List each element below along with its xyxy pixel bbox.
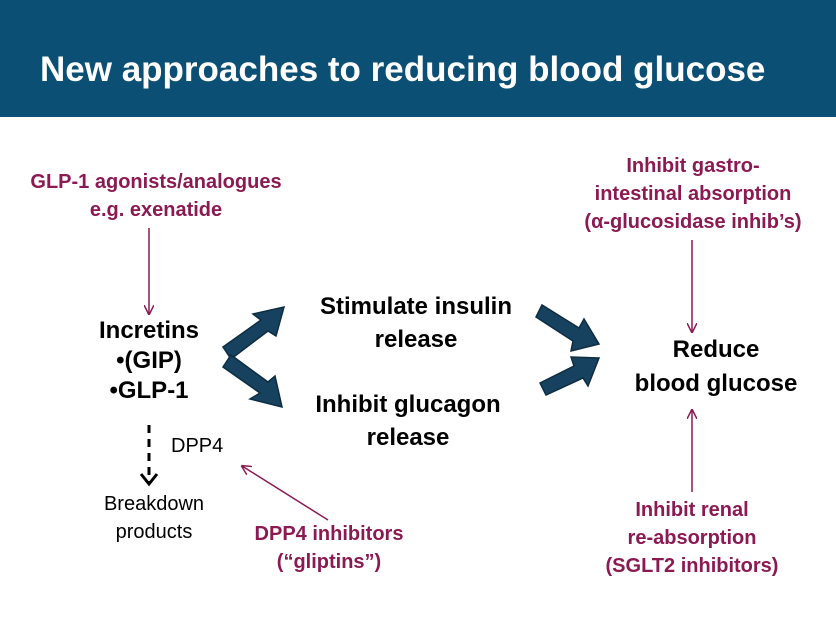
glucagon-to-reduce-block-arrow bbox=[538, 356, 601, 396]
inhibit-glucagon-line-1: Inhibit glucagon bbox=[315, 391, 501, 418]
incretin-to-insulin-block-arrow bbox=[221, 305, 286, 361]
glp1-agonists-line-2: e.g. exenatide bbox=[89, 199, 223, 221]
dpp4-inhibitors-label: DPP4 inhibitors (“gliptins”) bbox=[236, 520, 422, 576]
renal-line-3: (SGLT2 inhibitors) bbox=[605, 555, 779, 577]
incretin-to-glucagon-block-arrow bbox=[221, 353, 283, 409]
glp1-agonists-line-1: GLP-1 agonists/analogues bbox=[30, 171, 282, 193]
inhibit-glucagon-label: Inhibit glucagon release bbox=[292, 388, 524, 454]
gi-absorption-label: Inhibit gastro- intestinal absorption (α… bbox=[560, 152, 826, 236]
incretins-glp1: •GLP-1 bbox=[109, 377, 189, 404]
reduce-glucose-label: Reduce blood glucose bbox=[614, 333, 818, 401]
breakdown-products-label: Breakdown products bbox=[84, 490, 224, 546]
inhibit-glucagon-line-2: release bbox=[366, 424, 450, 451]
insulin-to-reduce-block-arrow bbox=[535, 303, 601, 353]
dpp4-label: DPP4 bbox=[171, 435, 224, 457]
stimulate-insulin-label: Stimulate insulin release bbox=[296, 290, 536, 356]
gi-absorption-line-3: (α-glucosidase inhib’s) bbox=[584, 211, 802, 233]
renal-line-2: re-absorption bbox=[627, 527, 757, 549]
incretins-gip: •(GIP) bbox=[116, 347, 182, 374]
gi-absorption-line-2: intestinal absorption bbox=[594, 183, 792, 205]
dpp4-inhibitor-arrow bbox=[242, 466, 329, 521]
gi-absorption-line-1: Inhibit gastro- bbox=[626, 155, 760, 177]
renal-line-1: Inhibit renal bbox=[635, 499, 749, 521]
breakdown-arrowhead bbox=[139, 473, 159, 487]
slide-title: New approaches to reducing blood glucose bbox=[40, 50, 766, 89]
stimulate-insulin-line-2: release bbox=[374, 326, 458, 353]
breakdown-line-2: products bbox=[115, 521, 193, 543]
dpp4-inhibitors-line-2: (“gliptins”) bbox=[276, 551, 382, 573]
breakdown-line-1: Breakdown bbox=[103, 493, 205, 515]
slide-header: New approaches to reducing blood glucose bbox=[0, 0, 836, 117]
incretins-block: Incretins •(GIP) •GLP-1 bbox=[74, 316, 224, 406]
reduce-glucose-line-1: Reduce bbox=[672, 336, 760, 363]
dpp4-inhibitors-line-1: DPP4 inhibitors bbox=[254, 523, 404, 545]
renal-reabsorption-label: Inhibit renal re-absorption (SGLT2 inhib… bbox=[582, 496, 802, 580]
glp1-agonists-label: GLP-1 agonists/analogues e.g. exenatide bbox=[10, 168, 302, 224]
reduce-glucose-line-2: blood glucose bbox=[634, 370, 798, 397]
incretins-title: Incretins bbox=[98, 317, 200, 344]
stimulate-insulin-line-1: Stimulate insulin bbox=[319, 293, 513, 320]
